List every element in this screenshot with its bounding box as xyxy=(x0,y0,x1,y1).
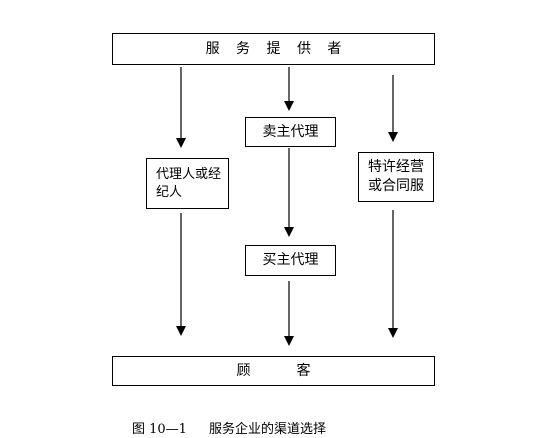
node-agent-broker: 代理人或经纪人 xyxy=(146,158,229,209)
node-franchise-label: 特许经营或合同服 xyxy=(368,159,424,194)
node-agent-broker-label: 代理人或经纪人 xyxy=(156,166,222,200)
node-selling-agent: 卖主代理 xyxy=(245,117,336,147)
node-franchise: 特许经营或合同服 xyxy=(358,152,434,202)
node-buying-agent-label: 买主代理 xyxy=(262,252,319,269)
figure-title: 服务企业的渠道选择 xyxy=(208,422,326,437)
node-service-provider-label: 服 务 提 供 者 xyxy=(205,40,348,57)
node-service-provider: 服 务 提 供 者 xyxy=(112,33,435,65)
node-customer-label: 顾客 xyxy=(237,362,311,381)
node-selling-agent-label: 卖主代理 xyxy=(262,123,319,140)
node-customer-label-right: 客 xyxy=(296,362,311,379)
figure-caption: 图 10—1 服务企业的渠道选择 xyxy=(132,418,326,437)
node-customer-label-left: 顾 xyxy=(236,362,251,379)
figure-number: 图 10—1 xyxy=(132,422,187,437)
node-buying-agent: 买主代理 xyxy=(245,245,336,276)
node-customer: 顾客 xyxy=(112,356,435,386)
